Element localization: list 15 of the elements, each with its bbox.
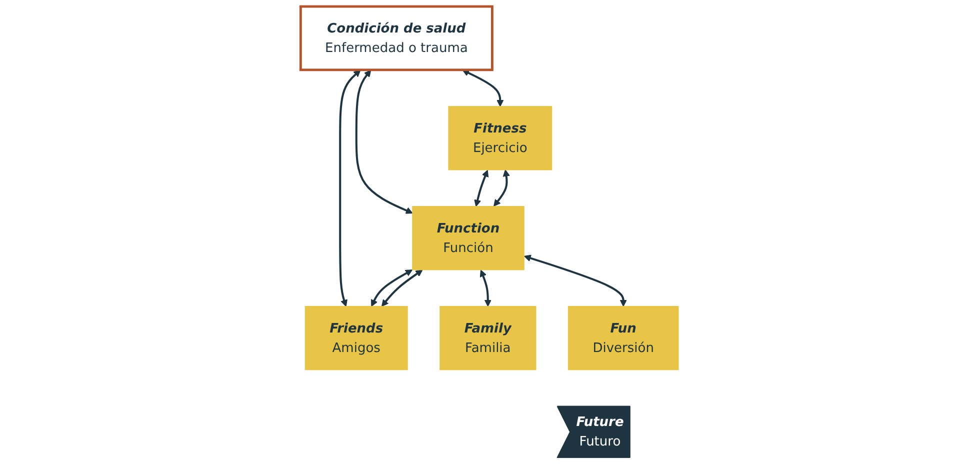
arrow xyxy=(494,170,510,206)
node-box: Friends Amigos xyxy=(304,306,408,370)
arrow xyxy=(381,270,423,307)
arrow xyxy=(524,254,627,307)
node-box: Condición de salud Enfermedad o trauma xyxy=(299,5,494,72)
arrow xyxy=(474,170,489,207)
arrow xyxy=(371,270,413,307)
node-box: Fun Diversión xyxy=(568,306,679,370)
node-box: Family Familia xyxy=(440,306,536,370)
node-box: Function Función xyxy=(412,206,524,270)
arrow xyxy=(339,70,361,307)
node-box: Fitness Ejercicio xyxy=(448,106,552,170)
arrow xyxy=(462,70,504,107)
arrow xyxy=(480,270,492,307)
arrow xyxy=(355,70,413,214)
